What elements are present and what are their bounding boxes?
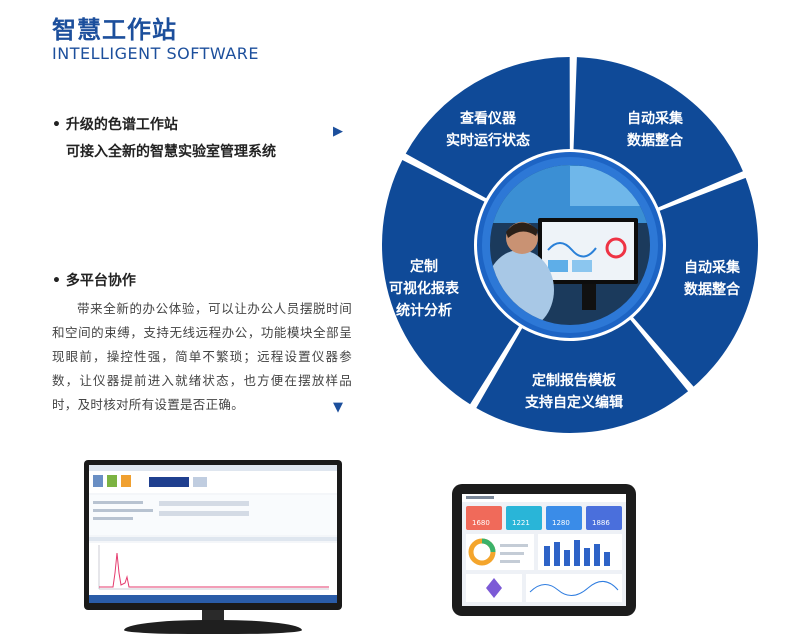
feature-1-bullet: • 升级的色谱工作站 <box>52 117 178 133</box>
software-screenshot <box>89 465 337 603</box>
feature-2-description: 带来全新的办公体验，可以让办公人员摆脱时间和空间的束缚，支持无线远程办公，功能模… <box>52 301 352 412</box>
segment-right-text: 自动采集数据整合 <box>684 260 740 298</box>
segment-top-left-text: 查看仪器实时运行状态 <box>446 111 530 149</box>
dashboard-screenshot: 1680 1221 1280 1886 <box>462 494 626 606</box>
tablet-device: 1680 1221 1280 1886 <box>452 484 636 616</box>
stat-card-2-value: 1221 <box>512 519 530 527</box>
segment-right <box>633 177 758 387</box>
arrow-down-icon: ▼ <box>333 400 343 415</box>
segment-top-right <box>573 57 743 208</box>
segment-left-text: 定制可视化报表统计分析 <box>389 259 459 319</box>
segment-bottom <box>476 319 689 433</box>
page-title: 智慧工作站 <box>52 16 177 44</box>
segment-bottom-text: 定制报告模板支持自定义编辑 <box>525 373 623 411</box>
stat-card-3-value: 1280 <box>552 519 570 527</box>
stat-card-1-value: 1680 <box>472 519 490 527</box>
segment-left <box>382 159 519 405</box>
page-subtitle: INTELLIGENT SOFTWARE <box>52 44 260 63</box>
feature-1-subtitle: 可接入全新的智慧实验室管理系统 <box>66 144 276 160</box>
segment-top-right-text: 自动采集数据整合 <box>627 111 683 149</box>
feature-wheel <box>382 57 758 433</box>
desktop-monitor <box>84 460 342 638</box>
segment-top-left <box>405 57 570 199</box>
feature-2-bullet: • 多平台协作 <box>52 273 136 289</box>
arrow-right-icon: ▶ <box>333 124 343 139</box>
stat-card-4-value: 1886 <box>592 519 610 527</box>
